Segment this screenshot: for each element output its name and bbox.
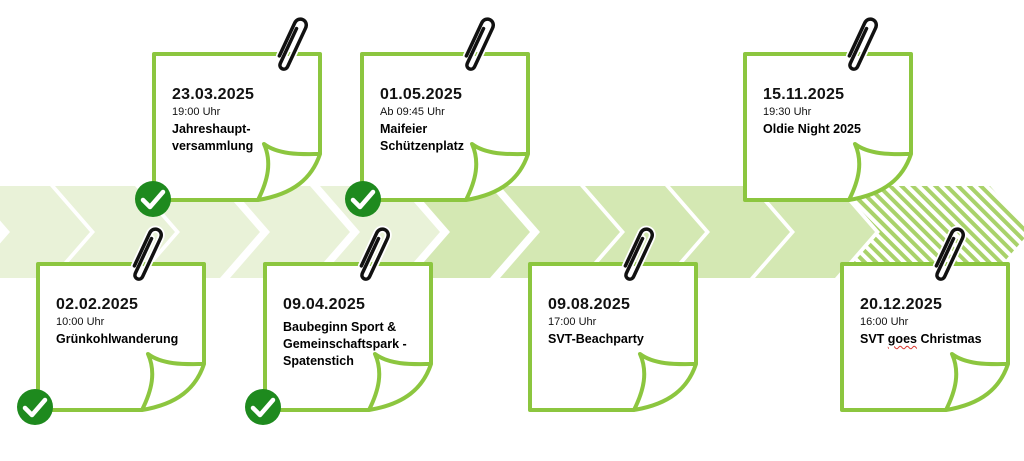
event-time: 10:00 Uhr — [56, 316, 105, 328]
sticky-note-shape — [743, 52, 913, 202]
paperclip-icon — [932, 225, 967, 283]
event-title-suffix: Christmas — [916, 332, 982, 346]
timeline-chevron — [500, 186, 620, 278]
event-title-spellcheck-word: goes — [887, 332, 917, 346]
sticky-note-shape — [36, 262, 206, 412]
event-title-line: Grünkohlwanderung — [56, 332, 179, 346]
event-title-line: Schützenplatz — [380, 138, 465, 153]
event-date: 02.02.2025 — [56, 296, 139, 313]
paperclip-icon — [130, 225, 165, 283]
paperclip-icon — [275, 15, 310, 73]
event-date: 09.08.2025 — [548, 296, 631, 313]
event-time: 19:00 Uhr — [172, 106, 221, 118]
event-title-line: Spatenstich — [283, 353, 354, 368]
event-date: 01.05.2025 — [380, 86, 463, 103]
checkmark-done-icon — [17, 389, 53, 425]
paperclip-icon — [357, 225, 392, 283]
timeline-chevron-upcoming — [840, 186, 955, 278]
timeline-chevron — [140, 186, 260, 278]
timeline-chevron — [410, 186, 530, 278]
event-title-line: Gemeinschaftspark - — [283, 336, 407, 351]
event-title-prefix: SVT — [860, 332, 888, 346]
event-note-grunkohlwanderung: 02.02.2025 10:00 Uhr Grünkohlwanderung — [36, 262, 208, 414]
timeline-chevron — [670, 186, 790, 278]
paperclip-icon — [845, 15, 880, 73]
event-date: 23.03.2025 — [172, 86, 255, 103]
timeline-chevron — [755, 186, 875, 278]
event-title: Grünkohlwanderung — [56, 331, 198, 348]
event-title-line: versammlung — [172, 138, 254, 153]
event-note-maifeier: 01.05.2025 Ab 09:45 Uhr Maifeier Schütze… — [360, 52, 532, 204]
event-date: 20.12.2025 — [860, 296, 943, 313]
event-title: Oldie Night 2025 — [763, 121, 905, 138]
checkmark-done-icon — [345, 181, 381, 217]
checkmark-done-icon — [245, 389, 281, 425]
timeline-chevron — [230, 186, 350, 278]
event-time: 17:00 Uhr — [548, 316, 597, 328]
sticky-note-shape — [840, 262, 1010, 412]
event-title-line: Baubeginn Sport & — [283, 320, 397, 334]
timeline-chevron — [0, 186, 90, 278]
sticky-note-shape — [360, 52, 530, 202]
event-title-line: SVT-Beachparty — [548, 332, 644, 346]
sticky-note-shape — [152, 52, 322, 202]
event-title-line: Maifeier — [380, 122, 428, 136]
event-title: Maifeier Schützenplatz — [380, 121, 522, 155]
event-title: Baubeginn Sport & Gemeinschaftspark - Sp… — [283, 319, 425, 370]
paperclip-icon — [621, 225, 656, 283]
event-date: 09.04.2025 — [283, 296, 366, 313]
event-note-jahreshauptversammlung: 23.03.2025 19:00 Uhr Jahreshaupt- versam… — [152, 52, 324, 204]
checkmark-done-icon — [135, 181, 171, 217]
event-date: 15.11.2025 — [763, 86, 845, 103]
sticky-note-shape — [263, 262, 433, 412]
paperclip-icon — [462, 15, 497, 73]
event-title: SVT-Beachparty — [548, 331, 690, 348]
event-note-oldie-night: 15.11.2025 19:30 Uhr Oldie Night 2025 — [743, 52, 915, 204]
event-time: 16:00 Uhr — [860, 316, 909, 328]
event-title-line: Oldie Night 2025 — [763, 122, 861, 136]
event-note-svt-goes-christmas: 20.12.2025 16:00 Uhr SVT goes Christmas — [840, 262, 1012, 414]
event-time: 19:30 Uhr — [763, 106, 812, 118]
event-title: SVT goes Christmas — [860, 331, 1002, 348]
event-title: Jahreshaupt- versammlung — [172, 121, 314, 155]
event-note-baubeginn: 09.04.2025 Baubeginn Sport & Gemeinschaf… — [263, 262, 435, 414]
event-note-beachparty: 09.08.2025 17:00 Uhr SVT-Beachparty — [528, 262, 700, 414]
sticky-note-shape — [528, 262, 698, 412]
event-title-line: Jahreshaupt- — [172, 122, 251, 136]
event-time: Ab 09:45 Uhr — [380, 106, 445, 118]
